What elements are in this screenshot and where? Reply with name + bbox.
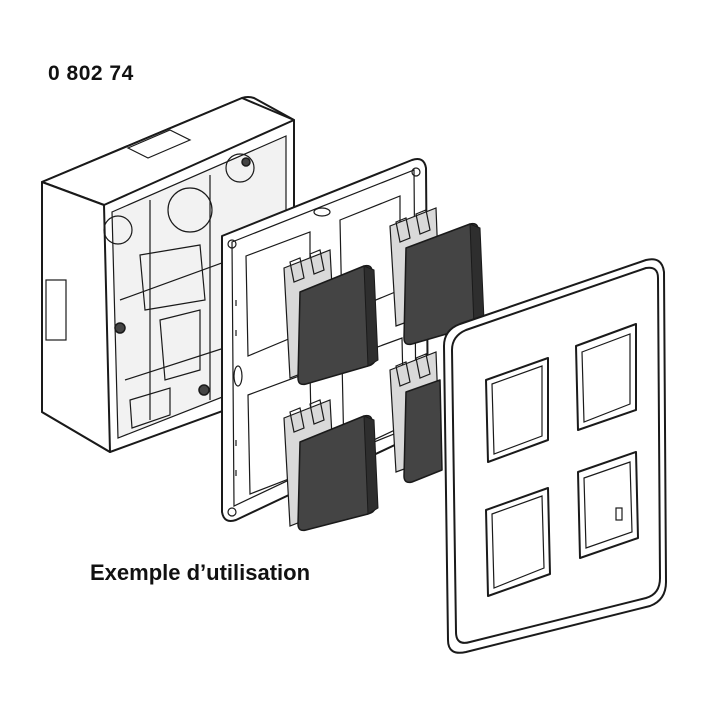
switch-mechanism-top-right <box>389 207 485 346</box>
switch-mechanism-top-left <box>283 249 379 386</box>
product-reference: 0 802 74 <box>48 62 134 85</box>
switch-mechanism-bottom-right <box>389 351 443 484</box>
cover-plate <box>443 258 667 654</box>
usage-example-caption: Exemple d’utilisation <box>90 560 311 585</box>
switch-mechanism-bottom-left <box>283 399 379 532</box>
